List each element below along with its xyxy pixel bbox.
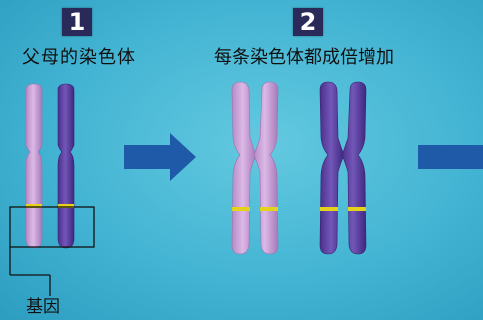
arrow-right-icon bbox=[124, 133, 196, 181]
parent-chromosome-light bbox=[26, 84, 42, 248]
gene-band bbox=[348, 207, 366, 211]
duplicated-chromosome-dark bbox=[320, 82, 366, 254]
step-number-badge: 2 bbox=[293, 8, 323, 36]
step-caption: 每条染色体都成倍增加 bbox=[214, 48, 394, 68]
gene-label: 基因 bbox=[26, 297, 60, 317]
gene-bracket bbox=[10, 207, 94, 296]
gene-band bbox=[260, 207, 278, 211]
gene-band bbox=[320, 207, 338, 211]
gene-band bbox=[232, 207, 250, 211]
arrow-right-icon bbox=[418, 145, 483, 169]
duplicated-chromosome-light bbox=[232, 82, 278, 254]
parent-chromosome-dark bbox=[58, 84, 74, 248]
step-number-badge: 1 bbox=[62, 8, 92, 36]
step-caption: 父母的染色体 bbox=[22, 48, 136, 68]
